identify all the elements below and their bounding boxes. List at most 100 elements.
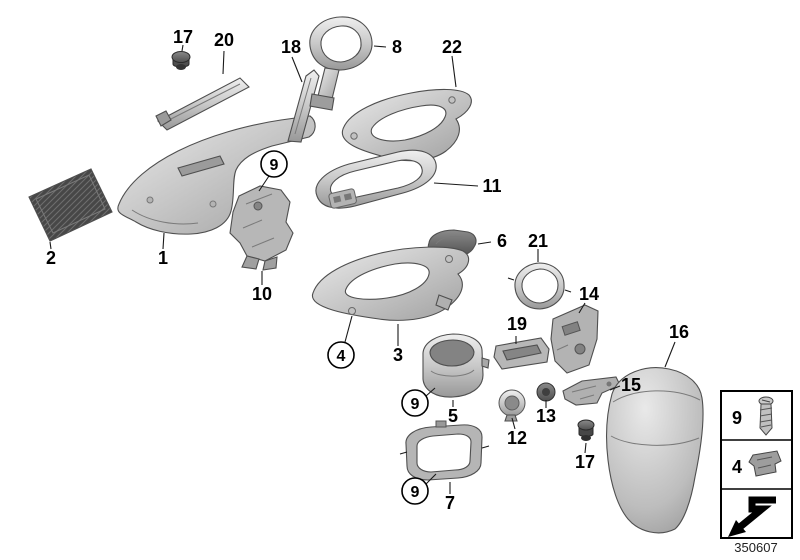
part-7-rear-frame	[399, 420, 490, 481]
screw-boss	[445, 255, 453, 263]
stem	[317, 67, 340, 100]
callout-label: 9	[270, 157, 279, 174]
outline	[405, 424, 483, 481]
callout-1[interactable]: 1	[158, 248, 168, 268]
arrow-head	[728, 520, 746, 537]
callout-label: 4	[337, 348, 346, 365]
callout-9-circled-middle[interactable]: 9	[401, 389, 429, 417]
stem	[176, 64, 186, 70]
arrow-shaft	[737, 496, 776, 530]
callout-label: 9	[411, 396, 420, 413]
part-16-armrest-panel	[606, 367, 704, 534]
callout-circle	[401, 477, 429, 505]
callout-15[interactable]: 15	[621, 375, 641, 395]
detail	[35, 174, 106, 234]
outline	[117, 115, 316, 235]
outline	[562, 376, 621, 406]
part-21-retaining-ring	[507, 262, 572, 310]
callout-22[interactable]: 22	[442, 37, 462, 57]
part-10-mounting-bracket	[229, 185, 294, 271]
base-bracket	[309, 93, 335, 111]
head	[171, 51, 191, 63]
clip-body	[748, 450, 782, 477]
part-19-storage-tray	[493, 337, 550, 370]
detail	[164, 83, 241, 123]
part-2-insert-mat	[28, 168, 113, 242]
clip-detail	[756, 456, 773, 469]
callout-8[interactable]: 8	[392, 37, 402, 57]
foot	[241, 255, 260, 270]
callout-21[interactable]: 21	[528, 231, 548, 251]
legend-row-clip[interactable]: 4	[732, 450, 782, 477]
callout-13[interactable]: 13	[536, 406, 556, 426]
legend-label-9: 9	[732, 408, 742, 428]
inner	[542, 388, 550, 396]
part-17-knob-top	[171, 51, 191, 70]
screw-boss	[209, 200, 217, 208]
callout-7[interactable]: 7	[445, 493, 455, 513]
switch-button	[333, 195, 342, 203]
callout-6[interactable]: 6	[497, 231, 507, 251]
part-11-gearshift-frame	[315, 149, 437, 209]
callout-5[interactable]: 5	[448, 406, 458, 426]
screw-shaft	[759, 403, 773, 436]
tab	[481, 357, 490, 369]
callout-9-circled-upper[interactable]: 9	[260, 150, 288, 178]
switch-cluster	[328, 188, 357, 209]
tab	[504, 414, 518, 422]
ring	[514, 262, 565, 310]
crease	[612, 390, 701, 403]
crease-detail	[131, 209, 199, 225]
callout-11[interactable]: 11	[482, 176, 501, 196]
clip	[435, 420, 447, 428]
screw-boss	[448, 96, 456, 104]
crease	[610, 435, 700, 446]
legend-label-4: 4	[732, 457, 742, 477]
legend-row-screw[interactable]: 9	[732, 396, 774, 436]
part-15-clip-rail	[562, 376, 621, 406]
callout-19[interactable]: 19	[507, 314, 527, 334]
part-20-decor-strip	[155, 77, 250, 131]
outline	[229, 185, 294, 262]
screw-threads	[759, 407, 773, 428]
callout-9-circled-bottom[interactable]: 9	[401, 477, 429, 505]
callout-16[interactable]: 16	[669, 322, 689, 342]
hole	[606, 381, 612, 387]
callout-3[interactable]: 3	[393, 345, 403, 365]
callout-10[interactable]: 10	[252, 284, 272, 304]
part-18-trim-sliver	[287, 69, 320, 143]
detail	[294, 77, 312, 135]
opening	[429, 339, 475, 367]
ring	[309, 16, 373, 71]
leader-lines	[49, 44, 676, 494]
part-14-support-bracket	[550, 304, 599, 374]
callout-label: 9	[411, 484, 420, 501]
inner	[504, 395, 520, 411]
callout-12[interactable]: 12	[507, 428, 527, 448]
foot	[262, 256, 278, 271]
ribs	[242, 193, 275, 248]
outline	[606, 367, 704, 534]
callout-14[interactable]: 14	[579, 284, 599, 304]
outline	[550, 304, 599, 374]
callout-circle	[401, 389, 429, 417]
callout-17-top[interactable]: 17	[173, 27, 193, 47]
callout-2[interactable]: 2	[46, 248, 56, 268]
tab	[435, 294, 453, 311]
detail	[435, 235, 464, 245]
callout-20[interactable]: 20	[214, 30, 234, 50]
callout-17-bottom[interactable]: 17	[575, 452, 595, 472]
part-3-decor-panel-lower	[312, 246, 470, 321]
legend-row-cross-reference[interactable]	[728, 496, 776, 537]
part-12-socket-cap	[498, 389, 526, 422]
callout-circle	[327, 341, 355, 369]
slot	[561, 321, 581, 336]
rib	[556, 344, 569, 351]
callout-18[interactable]: 18	[281, 37, 301, 57]
callout-4-circled[interactable]: 4	[327, 341, 355, 369]
screw-icon	[758, 396, 774, 436]
detail	[430, 369, 475, 377]
part-1-side-trim-panel	[117, 115, 316, 235]
cross-reference-arrow-icon	[728, 496, 776, 537]
